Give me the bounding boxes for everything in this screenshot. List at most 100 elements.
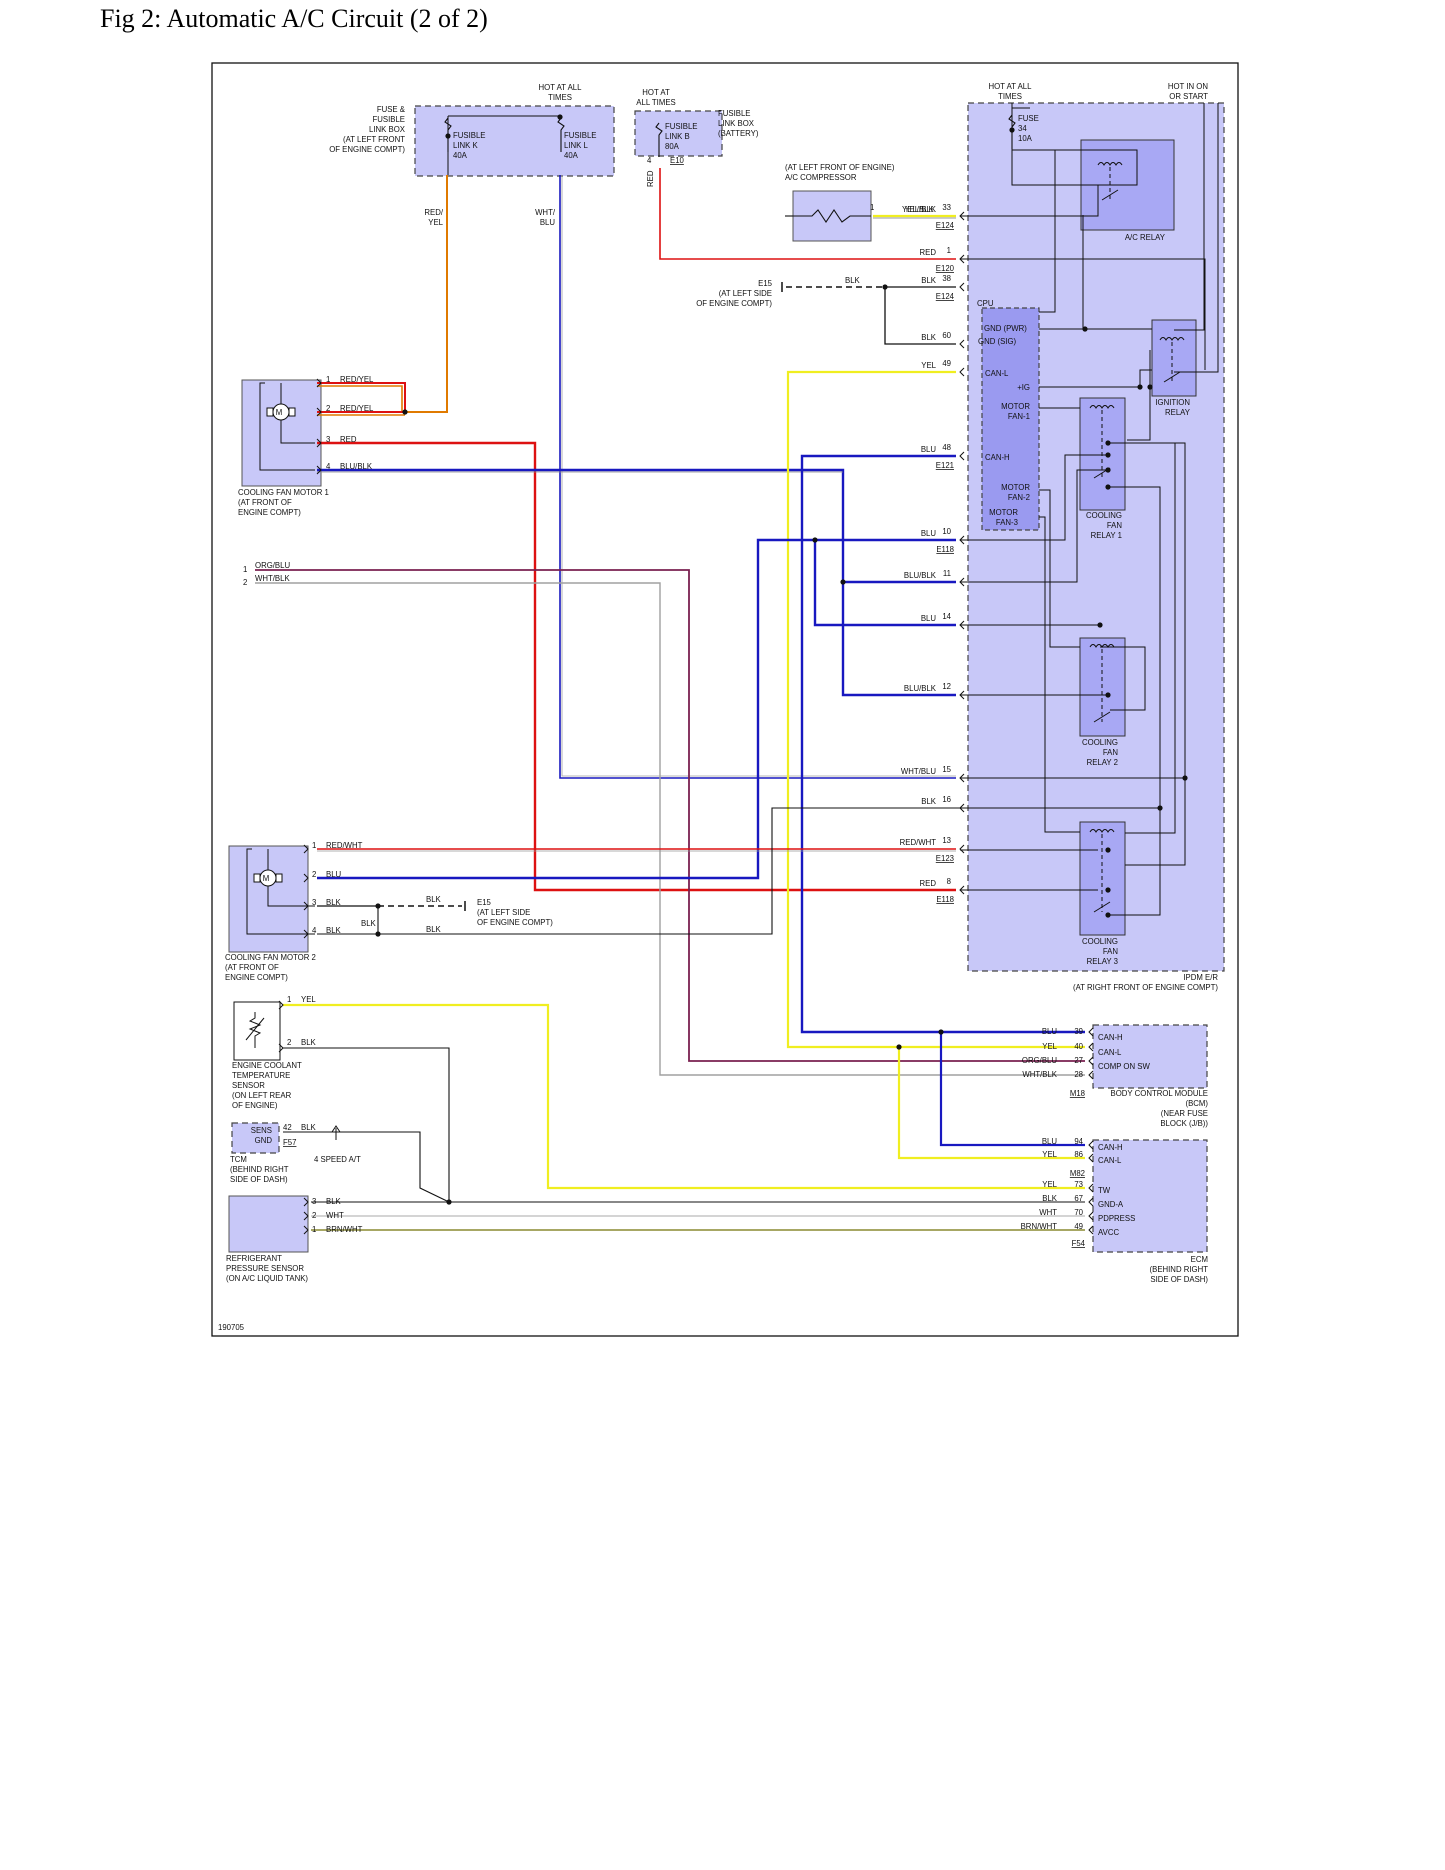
connector-pin	[1088, 1211, 1094, 1221]
gnd-sig-label: GND (SIG)	[978, 337, 1017, 346]
connector-pin	[316, 438, 322, 448]
ecm-wire: BLK	[1042, 1194, 1058, 1203]
bcm-wire: BLU	[1042, 1027, 1058, 1036]
ecm-wire: YEL	[1042, 1180, 1057, 1189]
ipdm-pin-number: 60	[942, 331, 951, 340]
ipdm-15-bus	[960, 442, 1186, 779]
wire-blk-coolant	[283, 1047, 450, 1202]
connector-pin	[959, 803, 965, 813]
fan-motor-2-wire: BLK	[326, 898, 342, 907]
wire-yel-tw	[283, 1003, 1085, 1190]
tcm-wire: BLK	[301, 1123, 317, 1132]
orphan-wire-pin: 1	[243, 565, 247, 574]
ipdm-connector: E120	[936, 264, 955, 273]
can-l-label: CAN-L	[985, 369, 1009, 378]
ipdm-relay3-feed	[1125, 778, 1186, 866]
wire-label-blk-4: BLK	[426, 925, 442, 934]
connector-pin	[959, 773, 965, 783]
connector-pin	[959, 690, 965, 700]
refrig-pin: 3	[312, 1197, 316, 1206]
junction-dot	[1105, 887, 1111, 893]
wire-blk-m2p4	[317, 807, 956, 935]
ipdm-red-1-ign	[960, 258, 1206, 370]
connector-pin	[303, 1197, 309, 1207]
bcm-terminal: CAN-H	[1098, 1033, 1123, 1042]
ipdm-pin-number: 48	[942, 443, 951, 452]
fan-motor-1-wire: RED/YEL	[340, 375, 374, 384]
ipdm-connector: E118	[936, 545, 954, 554]
ecm-terminal: PDPRESS	[1098, 1214, 1135, 1223]
junction-dot	[375, 903, 381, 909]
motor-1-letter: M	[276, 408, 283, 417]
junction-dot	[446, 1199, 452, 1205]
bcm-pin: 39	[1074, 1027, 1083, 1036]
bcm-wire: YEL	[1042, 1042, 1057, 1051]
ipdm-wire-label: BLK	[921, 276, 937, 285]
symbols	[245, 114, 1188, 1235]
fan-motor-1-pin: 3	[326, 435, 330, 444]
wire-blu-10	[317, 538, 956, 880]
ecm-pin: 49	[1074, 1222, 1083, 1231]
motor-2-letter: M	[263, 874, 270, 883]
ac-relay-symbol	[1097, 162, 1123, 201]
fan-motor-2-wire: BLK	[326, 926, 342, 935]
ipdm-relay3-lower	[1108, 808, 1161, 916]
ipdm-hot-on	[1174, 103, 1205, 331]
cpu-label: CPU	[977, 299, 994, 308]
ecm-pin: 86	[1074, 1150, 1083, 1159]
connector-pin	[1088, 1153, 1094, 1163]
ecm-pin: 73	[1074, 1180, 1083, 1189]
tcm-connector: F57	[283, 1138, 296, 1147]
connector-pin	[316, 378, 322, 388]
wire-red-m1p3	[317, 441, 956, 892]
ecm-wire: BRN/WHT	[1021, 1222, 1058, 1231]
ipdm-connector: E124	[936, 292, 955, 301]
coolant-sensor-box	[233, 1001, 281, 1061]
page-title: Fig 2: Automatic A/C Circuit (2 of 2)	[100, 4, 488, 33]
ecm-box	[1092, 1139, 1208, 1253]
junction-dot	[896, 1044, 902, 1050]
ipdm-pin-number: 38	[942, 274, 951, 283]
wire-label-red-yel: RED/YEL	[424, 208, 443, 227]
ipdm-wire-label: RED/WHT	[900, 838, 937, 847]
wire-label-red: RED	[646, 170, 655, 187]
connector-pin	[1088, 1140, 1094, 1150]
ipdm-pin-number: 8	[947, 877, 951, 886]
connector-pin	[1088, 1042, 1094, 1052]
wire-red-yel-m1p1-b	[317, 385, 403, 412]
bcm-connector: M18	[1070, 1089, 1085, 1098]
junction-dot	[1105, 847, 1111, 853]
connector-pin	[959, 451, 965, 461]
ipdm-fan3-coil	[1039, 516, 1080, 833]
fan-relay-1-symbol	[1089, 405, 1115, 479]
ipdm-connector: E123	[936, 854, 954, 863]
bcm-wire: WHT/BLK	[1022, 1070, 1057, 1079]
ecm-wire: WHT	[1039, 1208, 1057, 1217]
ecm-wire: YEL	[1042, 1150, 1057, 1159]
ipdm-pin-number: 1	[947, 246, 951, 255]
wire-yel-ecm86	[897, 1047, 1085, 1160]
bcm-wire: ORG/BLU	[1022, 1056, 1057, 1065]
ipdm-wire-label: BLU	[921, 614, 937, 623]
refrig-sensor-box	[228, 1195, 309, 1253]
motor-1-loop-c	[280, 420, 315, 444]
ipdm-pin-number: 33	[942, 203, 951, 212]
refrig-pin: 1	[312, 1225, 316, 1234]
wire-wht-blu-shade	[561, 175, 956, 777]
refrig-pin: 2	[312, 1211, 316, 1220]
wire-label-wht-blu: WHT/BLU	[535, 208, 556, 227]
ecm-terminal: GND-A	[1098, 1200, 1124, 1209]
wire-blu-14	[813, 540, 956, 627]
ecm-terminal: AVCC	[1098, 1228, 1119, 1237]
connector-pin	[1088, 1056, 1094, 1066]
ipdm-fan2-coil	[1039, 489, 1080, 648]
bcm-pin: 40	[1074, 1042, 1083, 1051]
